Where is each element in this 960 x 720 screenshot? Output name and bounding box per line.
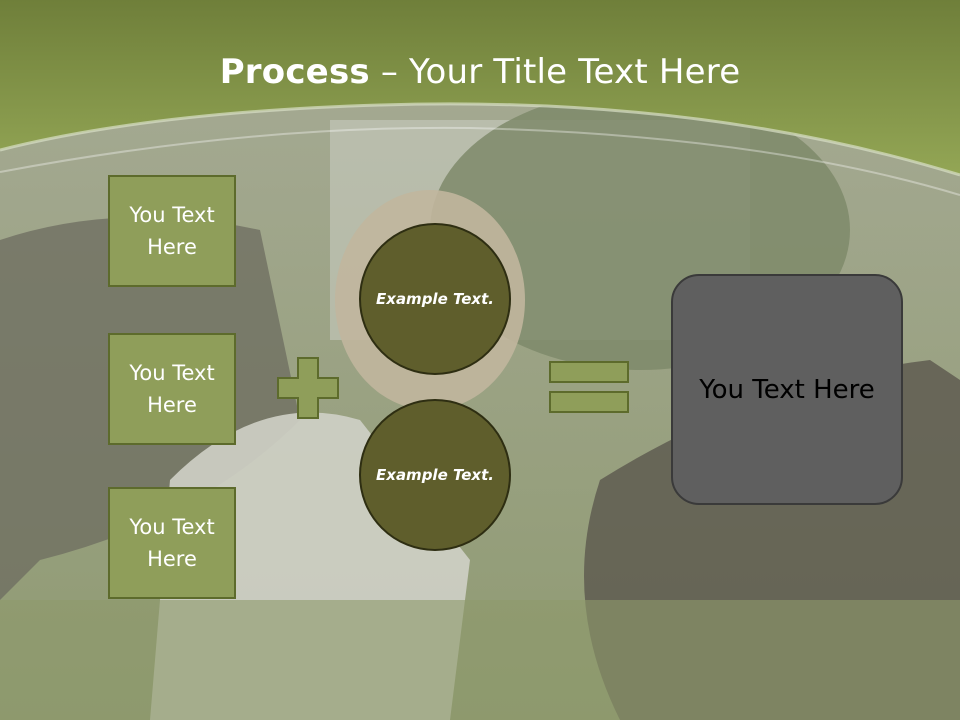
slide-title: Process – Your Title Text Here [0, 52, 960, 92]
plus-icon [277, 357, 339, 419]
result-box: You Text Here [671, 274, 903, 505]
text-box-1: You Text Here [108, 175, 236, 287]
title-bold-part: Process [219, 52, 370, 92]
equals-icon [549, 361, 629, 413]
example-circle-1: Example Text. [359, 223, 511, 375]
title-rest-part: – Your Title Text Here [369, 52, 741, 92]
example-circle-2: Example Text. [359, 399, 511, 551]
text-box-2: You Text Here [108, 333, 236, 445]
text-box-3: You Text Here [108, 487, 236, 599]
